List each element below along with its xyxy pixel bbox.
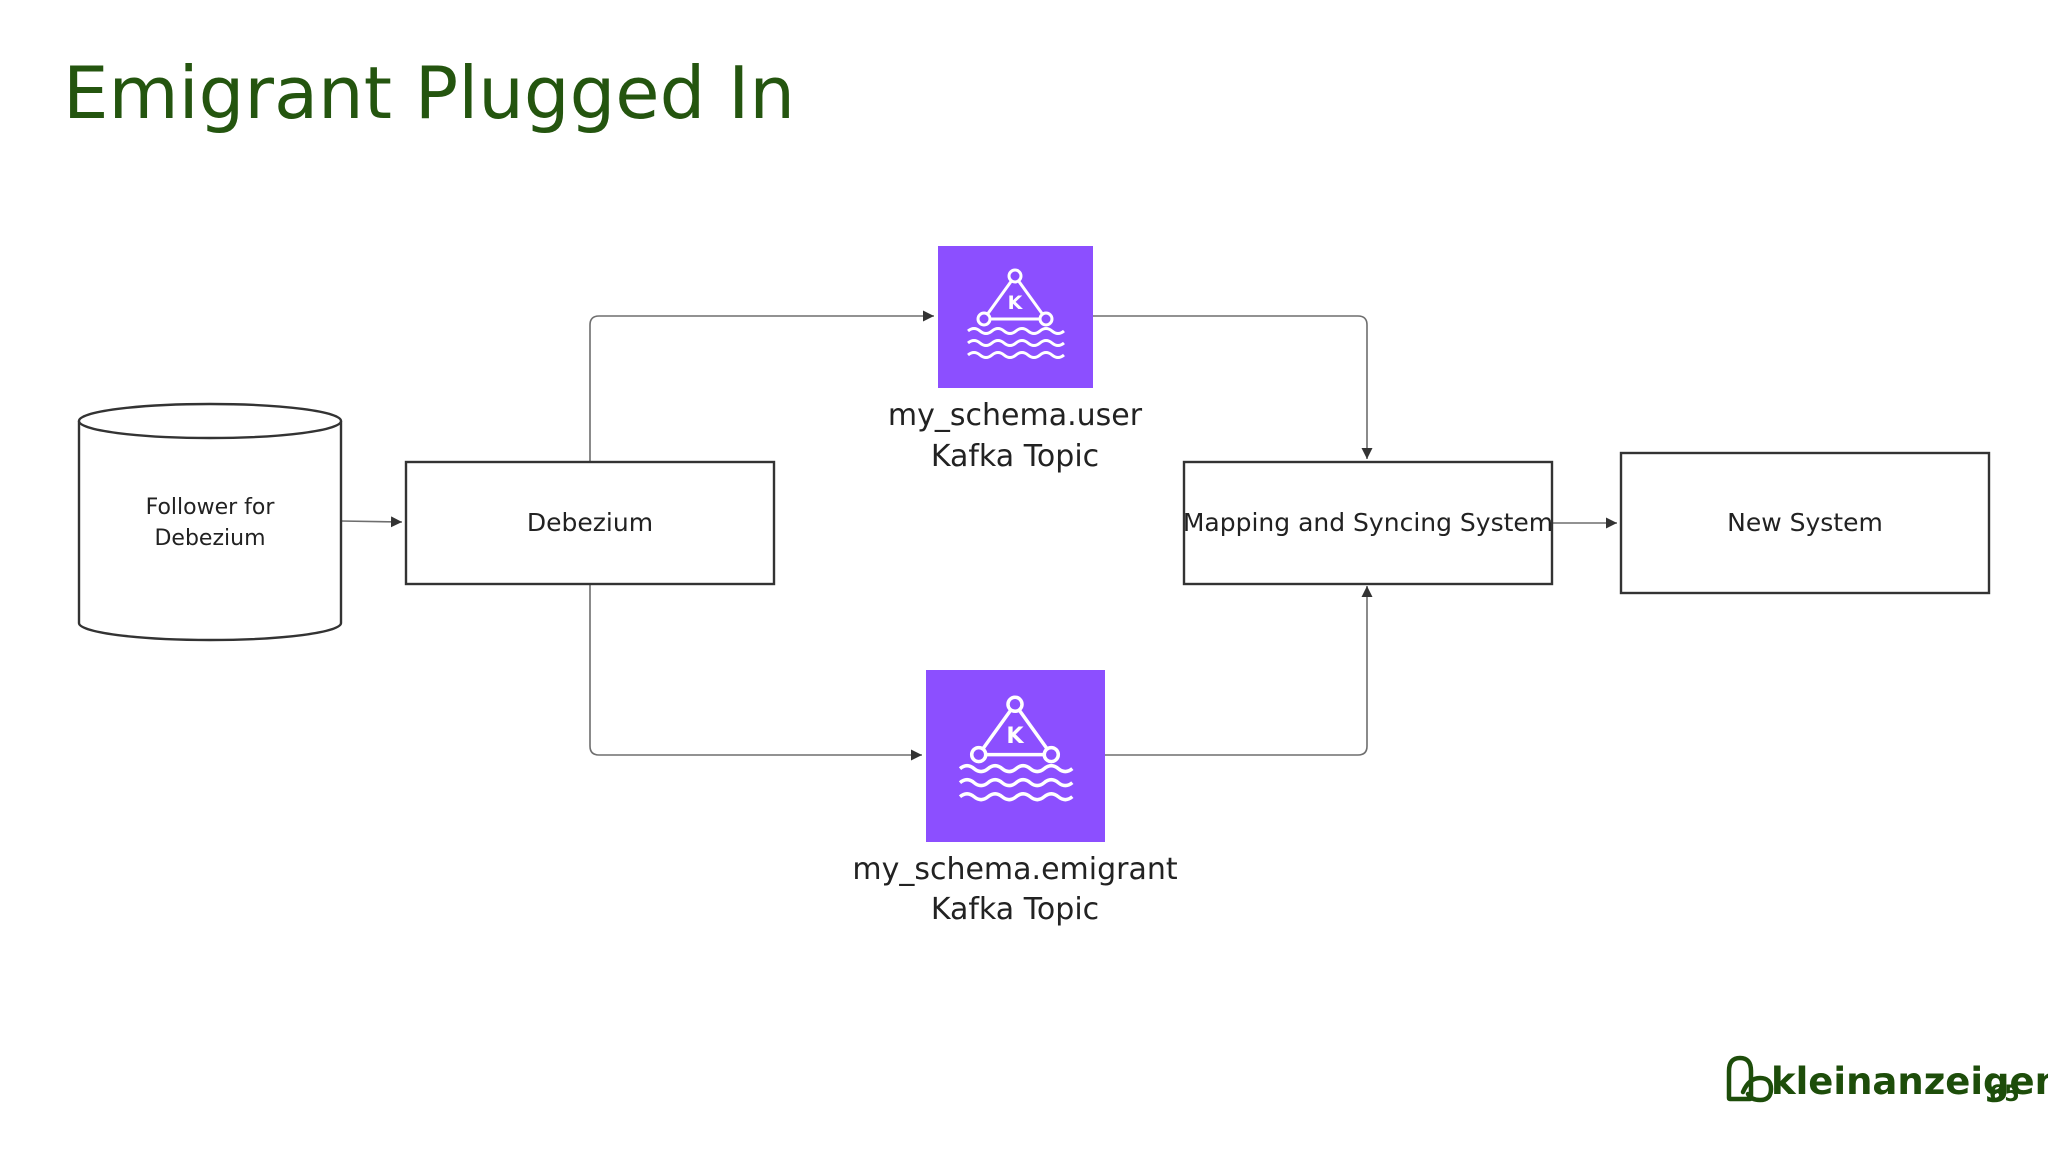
new-system-label: New System xyxy=(1727,508,1883,537)
kafka-topic-emigrant: K my_schema.emigrant Kafka Topic xyxy=(852,670,1178,927)
connectors xyxy=(340,310,1617,761)
database-label-line1: Follower for xyxy=(146,495,276,520)
kafka-icon: K xyxy=(958,695,1074,802)
topic-user-type: Kafka Topic xyxy=(931,439,1099,474)
debezium-box: Debezium xyxy=(404,460,776,586)
debezium-label: Debezium xyxy=(527,508,653,537)
database-label-line2: Debezium xyxy=(154,526,265,551)
mapping-syncing-label: Mapping and Syncing System xyxy=(1183,508,1553,537)
kafka-topic-user-tile xyxy=(938,246,1093,388)
topic-emigrant-type: Kafka Topic xyxy=(931,892,1099,927)
database-cylinder: Follower for Debezium xyxy=(77,402,343,642)
page-number: 65 xyxy=(1989,1082,2020,1107)
connector-emigrant-topic-to-mapping xyxy=(1105,586,1373,756)
connector-user-topic-to-mapping xyxy=(1093,315,1373,459)
topic-emigrant-name: my_schema.emigrant xyxy=(852,852,1178,887)
kafka-icon: K xyxy=(967,268,1065,359)
kleinanzeigen-logo-icon xyxy=(1726,1055,1774,1103)
brand-logo: kleinanzeigen 65 xyxy=(1726,1055,2048,1107)
mapping-syncing-box: Mapping and Syncing System xyxy=(1182,460,1554,586)
connector-debezium-to-user-topic xyxy=(589,310,934,462)
kafka-topic-user: K my_schema.user Kafka Topic xyxy=(888,246,1143,474)
connector-debezium-to-emigrant-topic xyxy=(589,585,922,761)
logo-wordmark: kleinanzeigen xyxy=(1771,1060,2048,1103)
topic-user-name: my_schema.user xyxy=(888,398,1143,433)
connector-database-to-debezium xyxy=(340,516,403,528)
new-system-box: New System xyxy=(1619,451,1991,595)
slide-title: Emigrant Plugged In xyxy=(63,51,796,135)
svg-text:K: K xyxy=(1008,292,1024,314)
svg-text:K: K xyxy=(1006,723,1024,749)
